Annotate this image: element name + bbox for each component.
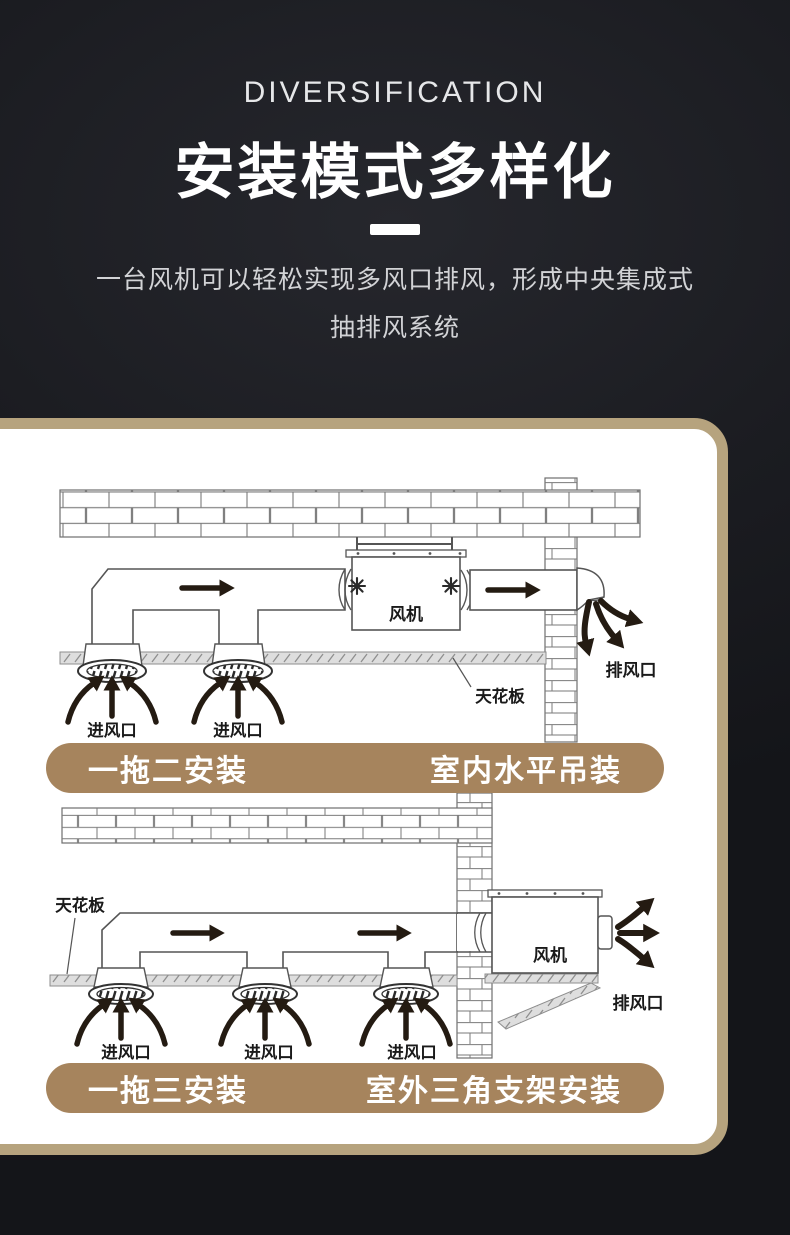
section-eyebrow: DIVERSIFICATION: [243, 76, 547, 109]
brick-wall-top: [59, 489, 641, 538]
intake-label: 进风口: [213, 721, 263, 740]
fan-label: 风机: [533, 945, 567, 965]
caption-badge-one-to-two: 一拖二安装 室内水平吊装: [46, 743, 664, 793]
caption-badge-one-to-three: 一拖三安装 室外三角支架安装: [46, 1063, 664, 1113]
intake-airflow-arrows-icon: [221, 1005, 309, 1044]
exhaust-label: 排风口: [606, 660, 657, 680]
ceiling-leader-line: [452, 657, 472, 688]
installation-diagram-one-to-three: 风机 天花板 进风口 进风口 进风口 排风口: [49, 792, 664, 1062]
fan-box: [351, 556, 461, 631]
mounting-bolts: [497, 892, 585, 895]
ceiling-label: 天花板: [55, 895, 105, 915]
mounting-bolts: [356, 552, 462, 555]
fan-mounting-plate: [345, 549, 467, 558]
caption-right: 室内水平吊装: [430, 755, 622, 788]
intake-airflow-arrows-icon: [68, 683, 156, 722]
caption-left: 一拖二安装: [88, 755, 248, 788]
triangle-bracket-brace: [497, 982, 602, 1030]
exhaust-airflow-arrows-icon: [576, 598, 644, 657]
intake-airflow-arrows-icon: [362, 1005, 450, 1044]
section-description-line2: 抽排风系统: [329, 314, 460, 342]
intake-label: 进风口: [244, 1043, 294, 1062]
ceiling-label: 天花板: [475, 686, 525, 706]
duct-flow-arrow-icon: [179, 579, 541, 599]
vent-collar: [238, 967, 292, 988]
ceiling-leader-line: [66, 917, 76, 975]
fan-label: 风机: [389, 604, 423, 624]
intake-vent-grille: [203, 659, 273, 683]
section-title: 安装模式多样化: [174, 139, 616, 206]
intake-airflow-arrows-icon: [194, 683, 282, 722]
intake-vent-grille: [77, 659, 147, 683]
duct-through-wall: [457, 912, 492, 953]
intake-duct: [91, 568, 346, 647]
exhaust-label: 排风口: [613, 993, 664, 1013]
clamp-bolt-icon: [347, 576, 461, 596]
section-description-line1: 一台风机可以轻松实现多风口排风，形成中央集成式: [95, 266, 694, 294]
intake-vent-grille: [88, 983, 154, 1005]
brick-wall-top: [61, 807, 493, 844]
fan-support-shelf: [484, 973, 599, 984]
installation-diagram-one-to-two: 风机 进风口 进风口 天花板 排风口: [59, 477, 657, 743]
intake-vent-grille: [232, 983, 298, 1005]
ceiling-slab: [59, 651, 547, 665]
caption-left: 一拖三安装: [88, 1075, 248, 1108]
title-divider: [370, 224, 420, 235]
intake-label: 进风口: [101, 1043, 151, 1062]
fan-mounting-plate: [487, 889, 603, 898]
exhaust-nozzle: [597, 915, 613, 950]
fan-hanger-bracket: [356, 537, 453, 550]
vent-collar: [93, 967, 149, 988]
vent-collar: [379, 967, 434, 988]
caption-right: 室外三角支架安装: [366, 1075, 622, 1108]
intake-label: 进风口: [387, 1043, 437, 1062]
exhaust-airflow-arrows-icon: [615, 897, 660, 969]
intake-vent-grille: [373, 983, 439, 1005]
intake-airflow-arrows-icon: [77, 1005, 165, 1044]
intake-label: 进风口: [87, 721, 137, 740]
intake-duct: [101, 912, 458, 971]
